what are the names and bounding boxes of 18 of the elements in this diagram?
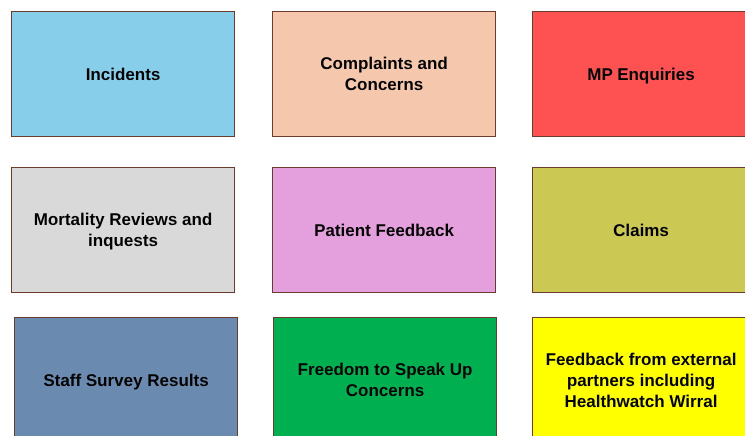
category-label: Patient Feedback xyxy=(314,220,454,240)
category-box xyxy=(273,317,497,436)
category-label: Complaints and Concerns xyxy=(319,53,449,95)
category-label: Staff Survey Results xyxy=(43,370,209,390)
category-box xyxy=(532,11,745,137)
category-box xyxy=(14,317,238,436)
category-box xyxy=(11,11,235,137)
category-box xyxy=(272,167,496,293)
category-box xyxy=(532,317,745,436)
category-box xyxy=(11,167,235,293)
category-box xyxy=(272,11,496,137)
category-label: Freedom to Speak Up Concerns xyxy=(296,359,474,401)
category-label: Feedback from external partners including Healthwatch Wirral xyxy=(544,348,738,412)
category-label: Mortality Reviews and inquests xyxy=(32,209,214,251)
category-box xyxy=(532,167,745,293)
category-label: Claims xyxy=(613,220,669,240)
category-label: MP Enquiries xyxy=(587,64,695,84)
category-label: Incidents xyxy=(86,64,160,84)
